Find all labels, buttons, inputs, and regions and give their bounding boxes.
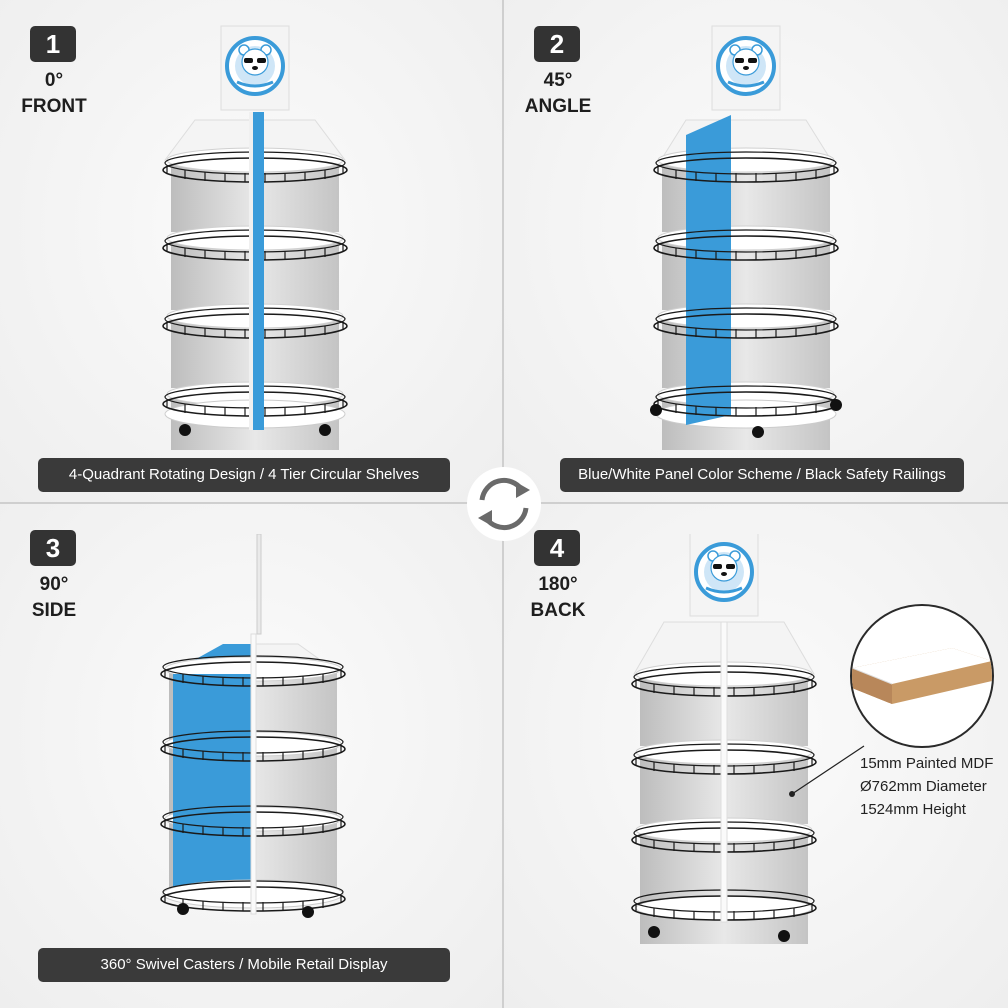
detail-pointer-line <box>789 745 865 797</box>
rotate-arrows-icon <box>467 467 541 541</box>
teddy-bear-logo <box>219 24 291 112</box>
spec-material: 15mm Painted MDF <box>860 755 994 772</box>
view-degree: 90° <box>39 574 69 595</box>
spec-height: 1524mm Height <box>860 801 966 818</box>
view-side-panel: 3 90° SIDE 360° Swivel Casters / Mobile … <box>0 504 504 1008</box>
view-number-badge: 3 <box>30 530 76 566</box>
view-name: ANGLE <box>524 96 592 117</box>
view-name: FRONT <box>21 96 87 117</box>
view-angle-panel: 2 45° ANGLE Blue/White Panel Color Schem… <box>504 0 1008 504</box>
material-specs: 15mm Painted MDF Ø762mm Diameter 1524mm … <box>860 752 993 821</box>
view-number-badge: 4 <box>534 530 580 566</box>
view-name: BACK <box>530 600 586 621</box>
view-degree: 0° <box>44 70 64 91</box>
feature-caption: 360° Swivel Casters / Mobile Retail Disp… <box>38 948 450 982</box>
display-rack-angle <box>650 24 842 450</box>
display-rack-back <box>631 534 817 944</box>
teddy-bear-logo <box>688 534 760 618</box>
view-angle-label: 90° SIDE <box>14 572 94 624</box>
view-number-badge: 1 <box>30 26 76 62</box>
feature-caption: 4-Quadrant Rotating Design / 4 Tier Circ… <box>38 458 450 492</box>
view-back-panel: 4 180° BACK 15mm Painted MDF Ø762mm Diam… <box>504 504 1008 1008</box>
teddy-bear-logo <box>710 24 782 112</box>
spec-diameter: Ø762mm Diameter <box>860 778 987 795</box>
display-rack-front <box>162 24 348 450</box>
view-angle-label: 0° FRONT <box>14 68 94 120</box>
view-degree: 45° <box>543 70 573 91</box>
view-angle-label: 45° ANGLE <box>518 68 598 120</box>
view-degree: 180° <box>538 574 578 595</box>
mdf-detail-magnifier <box>850 604 994 748</box>
view-front-panel: 1 0° FRONT 4-Quadrant Rotating Design / … <box>0 0 504 504</box>
view-angle-label: 180° BACK <box>518 572 598 624</box>
view-name: SIDE <box>31 600 77 621</box>
feature-caption: Blue/White Panel Color Scheme / Black Sa… <box>560 458 964 492</box>
view-number-badge: 2 <box>534 26 580 62</box>
display-rack-side <box>160 534 346 918</box>
